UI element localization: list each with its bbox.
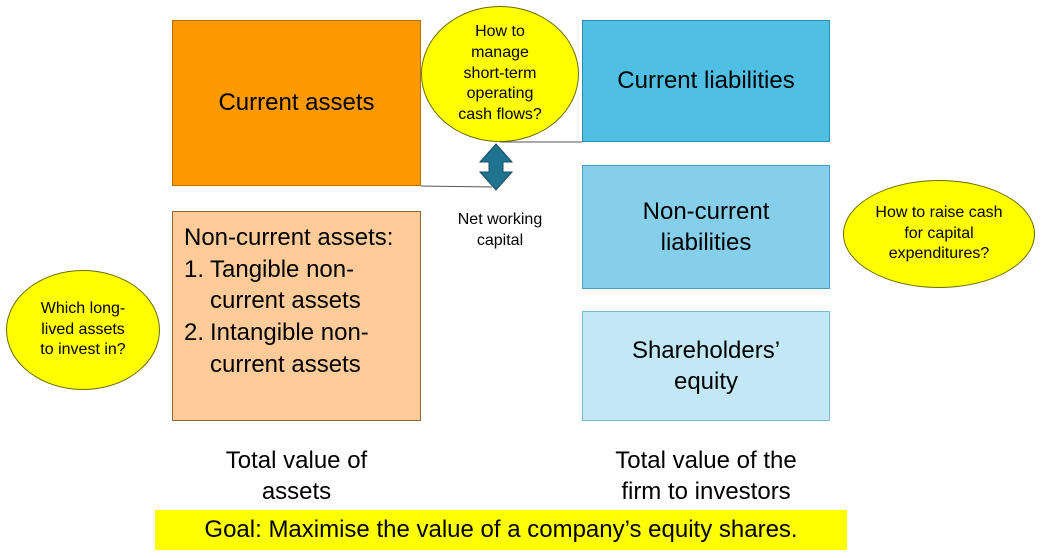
non-current-liabilities-box: Non-current liabilities: [582, 165, 830, 289]
list-item-number: 1.: [184, 255, 205, 283]
capital-question-bubble: How to raise cash for capital expenditur…: [843, 180, 1035, 288]
list-item-label: Intangible non-current assets: [210, 319, 369, 378]
long-lived-question-bubble: Which long-lived assets to invest in?: [6, 270, 160, 390]
net-working-capital-arrow-icon: [478, 143, 514, 191]
shareholders-equity-box: Shareholders’ equity: [582, 311, 830, 421]
total-assets-label: Total value of assets: [225, 447, 368, 506]
non-current-assets-title: Non-current assets:: [184, 224, 394, 251]
current-assets-box: Current assets: [172, 20, 421, 186]
long-lived-question: Which long-lived assets to invest in?: [40, 299, 126, 359]
goal-banner: Goal: Maximise the value of a company’s …: [155, 510, 847, 550]
shareholders-equity-label: Shareholders’ equity: [631, 336, 781, 395]
cash-flows-question: How to manage short-term operating cash …: [458, 23, 542, 124]
list-item-label: Tangible non-current assets: [210, 255, 361, 315]
list-item: 2. Intangible non-current assets: [184, 317, 410, 380]
list-item: 1. Tangible non-current assets: [184, 254, 410, 317]
total-firm-value-label: Total value of the firm to investors: [615, 447, 797, 506]
current-liabilities-label: Current liabilities: [617, 67, 795, 95]
cash-flows-question-bubble: How to manage short-term operating cash …: [421, 6, 579, 142]
net-working-capital-label: Net working capital: [457, 211, 543, 249]
current-assets-label: Current assets: [218, 89, 375, 117]
non-current-liabilities-label: Non-current liabilities: [642, 197, 770, 256]
capital-question: How to raise cash for capital expenditur…: [875, 203, 1003, 263]
non-current-assets-box: Non-current assets: 1. Tangible non-curr…: [172, 211, 421, 421]
current-assets-connector: [420, 185, 493, 188]
non-current-assets-list: 1. Tangible non-current assets 2. Intang…: [184, 254, 410, 381]
goal-text: Goal: Maximise the value of a company’s …: [204, 516, 798, 543]
current-liabilities-box: Current liabilities: [582, 20, 830, 142]
list-item-number: 2.: [184, 319, 205, 347]
